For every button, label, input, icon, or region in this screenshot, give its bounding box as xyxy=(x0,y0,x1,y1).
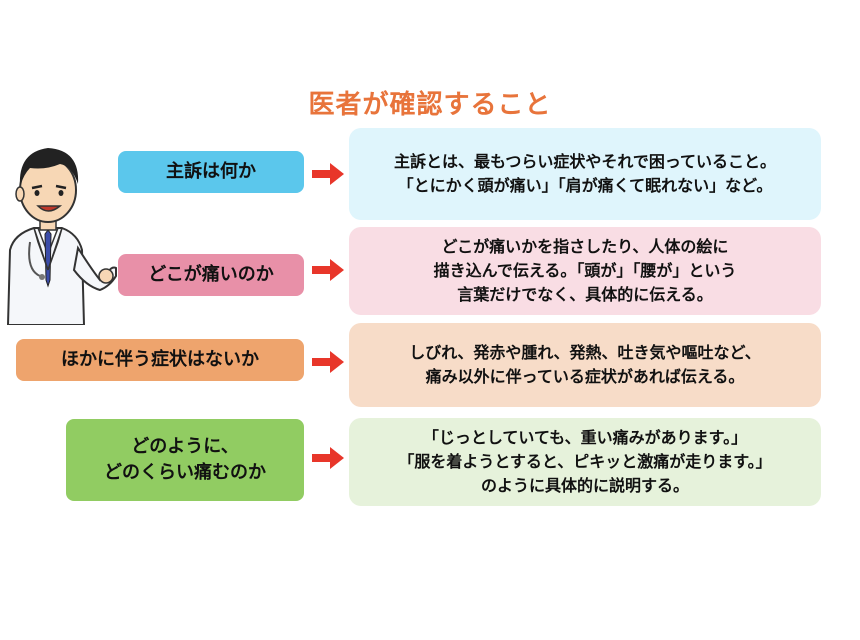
question-label-chief-complaint: 主訴は何か xyxy=(118,151,304,193)
doctor-pointing-icon xyxy=(6,148,117,325)
explanation-card-other-symptoms: しびれ、発赤や腫れ、発熱、吐き気や嘔吐など、 痛み以外に伴っている症状があれば伝… xyxy=(349,323,821,407)
explanation-card-how-pain: 「じっとしていても、重い痛みがあります。」 「服を着ようとすると、ピキッと激痛が… xyxy=(349,418,821,506)
right-arrow-icon xyxy=(312,163,344,185)
page-title: 医者が確認すること xyxy=(308,90,552,120)
question-label-how-pain: どのように、 どのくらい痛むのか xyxy=(66,419,304,501)
right-arrow-icon xyxy=(312,351,344,373)
right-arrow-icon xyxy=(312,259,344,281)
question-label-other-symptoms: ほかに伴う症状はないか xyxy=(16,339,304,381)
right-arrow-icon xyxy=(312,447,344,469)
question-label-where-pain: どこが痛いのか xyxy=(118,254,304,296)
explanation-card-where-pain: どこが痛いかを指さしたり、人体の絵に 描き込んで伝える。「頭が」「腰が」という … xyxy=(349,227,821,315)
explanation-card-chief-complaint: 主訴とは、最もつらい症状やそれで困っていること。 「とにかく頭が痛い」「肩が痛く… xyxy=(349,128,821,220)
